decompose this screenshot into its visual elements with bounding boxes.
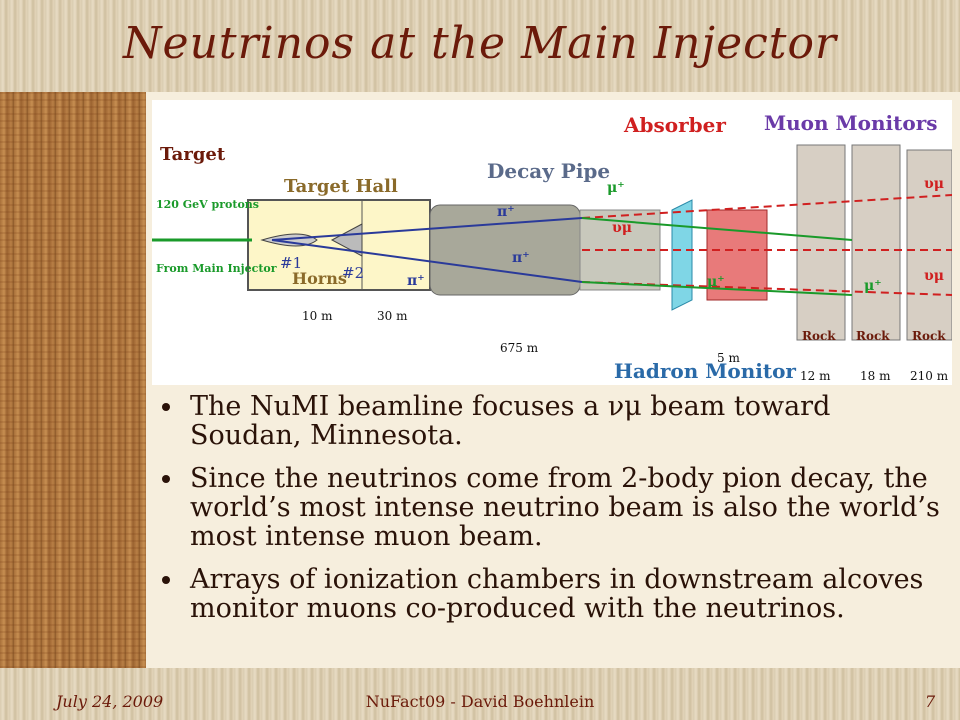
rock-block-2	[851, 144, 901, 341]
bullet-text-2: Since the neutrinos come from 2-body pio…	[190, 463, 940, 552]
label-horn1: #1	[280, 254, 302, 272]
label-pion-2: π⁺	[512, 250, 530, 266]
label-target: Target	[160, 144, 226, 165]
label-muon-2: μ⁺	[707, 274, 725, 290]
label-decay-pipe: Decay Pipe	[487, 159, 610, 183]
label-pion-3: π⁺	[407, 273, 425, 289]
dim-12m: 12 m	[800, 369, 831, 383]
bullet-list: The NuMI beamline focuses a νμ beam towa…	[160, 392, 950, 637]
horn2-shape	[330, 223, 363, 257]
dim-210m: 210 m	[910, 369, 949, 383]
label-muon-monitors: Muon Monitors	[764, 111, 938, 135]
label-horn2: #2	[342, 264, 364, 282]
label-hadron-monitor: Hadron Monitor	[614, 359, 796, 383]
beamline-svg: Target 120 GeV protons From Main Injecto…	[152, 111, 952, 383]
dim-5m: 5 m	[717, 351, 740, 365]
decorative-sidebar	[0, 92, 146, 668]
neutrino-track-lower	[581, 281, 952, 296]
label-horns: Horns	[292, 269, 347, 288]
label-from: From Main Injector	[156, 262, 277, 275]
label-absorber: Absorber	[623, 113, 726, 137]
slide-title: Neutrinos at the Main Injector	[123, 18, 837, 69]
label-nu-mu-3: υμ	[924, 268, 944, 284]
label-pion-1: π⁺	[497, 204, 515, 220]
muon-track-upper	[581, 217, 853, 241]
label-muon-3: μ⁺	[864, 278, 882, 294]
bullet-item-2: Since the neutrinos come from 2-body pio…	[160, 464, 950, 551]
dim-675m: 675 m	[500, 341, 539, 355]
page-number: 7	[925, 692, 936, 711]
label-rock-2: Rock	[856, 329, 890, 343]
bullet-item-1: The NuMI beamline focuses a νμ beam towa…	[160, 392, 950, 450]
bullet-dot-icon	[162, 403, 170, 411]
neutrino-track-upper	[581, 194, 952, 219]
bullet-text-1: The NuMI beamline focuses a νμ beam towa…	[190, 391, 831, 451]
bullet-text-3: Arrays of ionization chambers in downstr…	[190, 564, 924, 624]
footer-band	[0, 668, 960, 720]
pion-track-upper	[271, 217, 583, 241]
label-nu-mu-1: υμ	[612, 220, 632, 236]
rock-block-3	[906, 149, 952, 341]
rock-block-1	[796, 144, 846, 341]
footer-presenter: NuFact09 - David Boehnlein	[365, 692, 595, 711]
label-muon-1: μ⁺	[607, 180, 625, 196]
muon-track-lower	[581, 281, 853, 296]
label-rock-1: Rock	[802, 329, 836, 343]
absorber-block	[706, 209, 768, 301]
header-band	[0, 0, 960, 92]
hadron-monitor-plate	[671, 199, 693, 311]
dim-30m: 30 m	[377, 309, 408, 323]
label-target-hall: Target Hall	[284, 176, 398, 197]
dim-10m: 10 m	[302, 309, 333, 323]
label-nu-mu-2: υμ	[924, 176, 944, 192]
dim-18m: 18 m	[860, 369, 891, 383]
bullet-dot-icon	[162, 576, 170, 584]
label-rock-3: Rock	[912, 329, 946, 343]
label-beam: 120 GeV protons	[156, 198, 259, 211]
numi-beamline-diagram: Target 120 GeV protons From Main Injecto…	[152, 100, 952, 385]
bullet-item-3: Arrays of ionization chambers in downstr…	[160, 565, 950, 623]
target-hall-box	[247, 199, 431, 291]
pion-track-lower	[271, 239, 583, 283]
footer-date: July 24, 2009	[56, 692, 164, 711]
bullet-dot-icon	[162, 475, 170, 483]
